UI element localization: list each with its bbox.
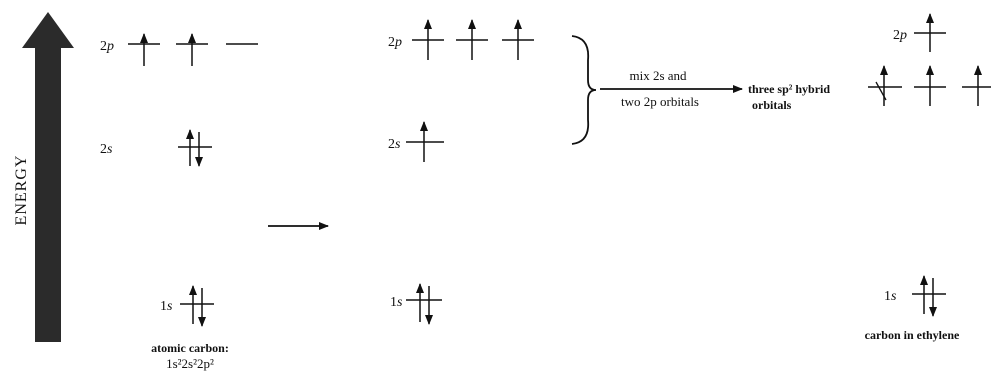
label-1s: 1s <box>884 289 897 304</box>
orbital-2p-a <box>412 19 444 60</box>
energy-axis-label: ENERGY <box>13 155 30 226</box>
orbital-1s <box>180 285 214 327</box>
orbital-2p <box>914 13 946 52</box>
sp2-orbital-b <box>914 65 946 106</box>
label-2s: 2s <box>100 142 113 157</box>
energy-arrow-head <box>22 12 74 48</box>
stage-ethylene-carbon: 2p 1s carbon in ethylene <box>865 13 991 342</box>
orbital-2s <box>178 129 212 167</box>
energy-arrow-shaft <box>35 45 61 342</box>
label-2s: 2s <box>388 137 401 152</box>
label-1s: 1s <box>160 299 173 314</box>
caption-atomic-carbon: atomic carbon: <box>151 341 229 355</box>
sp2-orbital-c <box>962 65 991 106</box>
energy-arrow <box>22 12 74 342</box>
orbital-2p-b <box>176 33 208 66</box>
orbital-1s <box>406 283 442 325</box>
label-2p: 2p <box>388 35 402 50</box>
mix-text-line1: mix 2s and <box>629 68 687 83</box>
stage-atomic-carbon: 2p 2s 1s atomic carbon: 1s²2s²2p² <box>100 33 258 371</box>
orbital-2p-b <box>456 19 488 60</box>
orbital-2s <box>406 121 444 162</box>
stage-promoted: 2p 2s 1s <box>388 19 534 325</box>
electron-configuration: 1s²2s²2p² <box>166 356 214 371</box>
label-2p: 2p <box>893 28 907 43</box>
label-1s: 1s <box>390 295 403 310</box>
orbital-2p-a <box>128 33 160 66</box>
hybrid-label-line2: orbitals <box>752 98 792 112</box>
label-2p: 2p <box>100 39 114 54</box>
sp2-orbital-a <box>868 65 902 106</box>
hybrid-label-line1: three sp² hybrid <box>748 82 830 96</box>
mix-text-line2: two 2p orbitals <box>621 94 699 109</box>
orbital-1s <box>912 275 946 317</box>
grouping-brace <box>571 35 597 145</box>
caption-carbon-in-ethylene: carbon in ethylene <box>865 328 960 342</box>
orbital-2p-c <box>502 19 534 60</box>
